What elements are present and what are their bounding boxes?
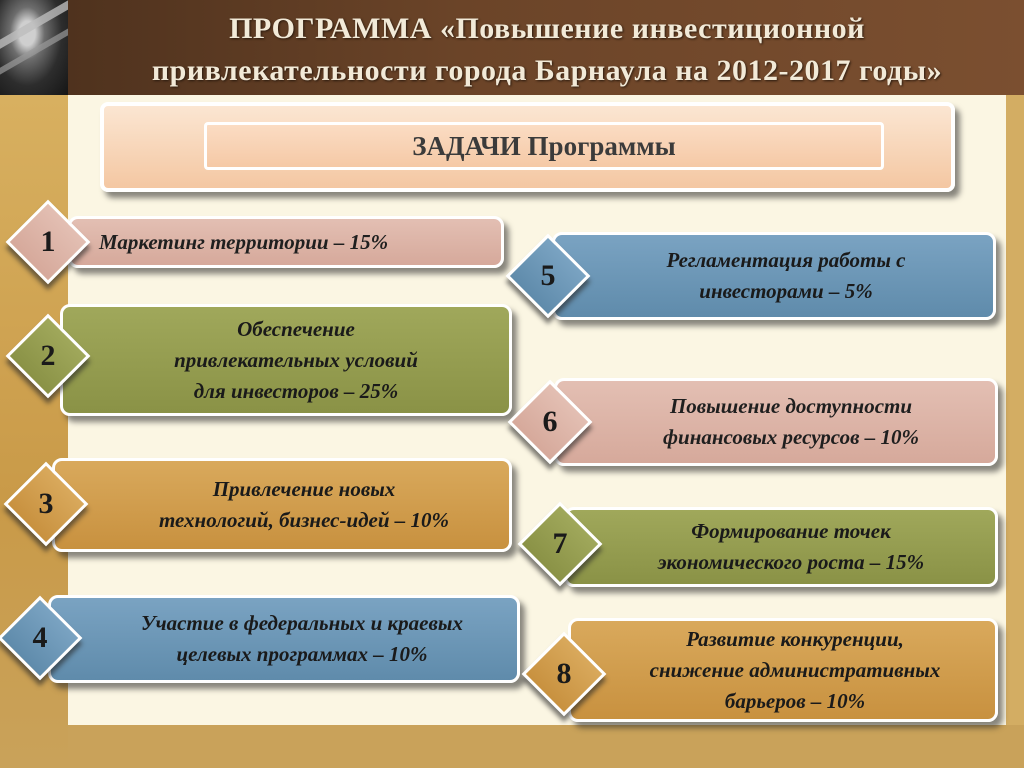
badge-4-number: 4 (32, 621, 48, 654)
task-2-line-1: Обеспечение (237, 316, 355, 341)
task-box-3: Привлечение новых технологий, бизнес-иде… (52, 458, 512, 552)
task-2-line-3: для инвесторов – 25% (193, 378, 399, 403)
badge-1-number: 1 (40, 225, 56, 258)
task-7-line-2: экономического роста – 15% (657, 550, 925, 574)
task-5-line-2: инвесторами – 5% (699, 279, 873, 303)
header-band (0, 0, 1024, 95)
badge-3-number: 3 (38, 487, 54, 520)
badge-5-number: 5 (540, 259, 556, 292)
task-3-line-1: Привлечение новых (212, 477, 396, 501)
bottom-band (68, 725, 1024, 768)
corner-photo (0, 0, 68, 95)
tasks-header-label: ЗАДАЧИ Программы (204, 122, 884, 170)
task-box-2: Обеспечение привлекательных условий для … (60, 304, 512, 416)
page-title: ПРОГРАММА «Повышение инвестиционной прив… (70, 8, 1024, 92)
task-box-8: Развитие конкуренции, снижение администр… (568, 618, 998, 722)
task-8-line-2: снижение административных (649, 657, 941, 682)
badge-8-number: 8 (556, 657, 572, 690)
task-7-line-1: Формирование точек (691, 519, 891, 543)
task-box-7: Формирование точек экономического роста … (564, 507, 998, 587)
badge-7-number: 7 (552, 527, 568, 560)
task-8-line-1: Развитие конкуренции, (686, 626, 904, 651)
task-4-line-1: Участие в федеральных и краевых (141, 611, 463, 635)
badge-2-number: 2 (40, 339, 56, 372)
task-1-line-1: Маркетинг территории – 15% (99, 229, 389, 254)
task-box-6: Повышение доступности финансовых ресурсо… (554, 378, 998, 466)
badge-6-number: 6 (542, 405, 558, 438)
task-8-line-3: барьеров – 10% (724, 688, 866, 713)
title-line-1: ПРОГРАММА «Повышение инвестиционной (229, 12, 865, 45)
right-strip (1006, 95, 1024, 725)
task-6-line-2: финансовых ресурсов – 10% (663, 425, 919, 449)
task-3-line-2: технологий, бизнес-идей – 10% (158, 508, 450, 532)
task-box-1: Маркетинг территории – 15% (68, 216, 504, 268)
task-6-line-1: Повышение доступности (669, 394, 913, 418)
task-4-line-2: целевых программах – 10% (176, 642, 428, 666)
task-box-4: Участие в федеральных и краевых целевых … (48, 595, 520, 683)
title-line-2: привлекательности города Барнаула на 201… (151, 54, 943, 87)
task-2-line-2: привлекательных условий (174, 347, 418, 372)
task-box-5: Регламентация работы с инвесторами – 5% (552, 232, 996, 320)
task-5-line-1: Регламентация работы с (666, 248, 906, 272)
